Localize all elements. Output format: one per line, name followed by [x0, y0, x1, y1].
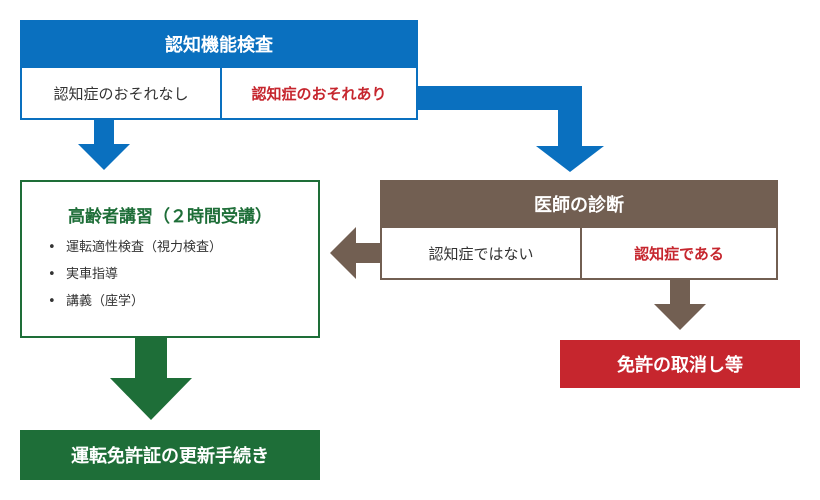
course-item: 運転適性検査（視力検査） — [48, 238, 222, 265]
diagnosis-option-not-dementia: 認知症ではない — [382, 228, 582, 278]
exam-option-risk-label: 認知症のおそれあり — [251, 84, 387, 103]
renew-label: 運転免許証の更新手続き — [71, 446, 269, 467]
arrow-down-brown-icon — [654, 280, 706, 330]
diagnosis-option-not-dementia-label: 認知症ではない — [428, 244, 534, 263]
course-list: 運転適性検査（視力検査） 実車指導 講義（座学） — [48, 238, 222, 319]
course-title: 高齢者講習（２時間受講） — [68, 207, 272, 227]
exam-option-risk: 認知症のおそれあり — [222, 68, 416, 118]
exam-results-row: 認知症のおそれなし 認知症のおそれあり — [20, 68, 418, 120]
diagnosis-results-row: 認知症ではない 認知症である — [380, 228, 778, 280]
arrow-elbow-blue-icon — [418, 86, 604, 172]
exam-title: 認知機能検査 — [165, 35, 273, 56]
exam-header: 認知機能検査 — [20, 20, 418, 68]
diagnosis-option-dementia-label: 認知症である — [634, 244, 724, 263]
arrow-left-brown-icon — [330, 227, 380, 279]
senior-course-box: 高齢者講習（２時間受講） 運転適性検査（視力検査） 実車指導 講義（座学） — [20, 180, 320, 338]
arrow-down-green-icon — [110, 338, 192, 420]
diagnosis-option-dementia: 認知症である — [582, 228, 776, 278]
diagnosis-header: 医師の診断 — [380, 180, 778, 228]
license-renewal-box: 運転免許証の更新手続き — [20, 430, 320, 480]
exam-option-no-risk: 認知症のおそれなし — [22, 68, 222, 118]
arrow-down-blue-left-icon — [78, 120, 130, 170]
exam-option-no-risk-label: 認知症のおそれなし — [53, 84, 189, 103]
diagnosis-title: 医師の診断 — [534, 195, 624, 216]
revoke-label: 免許の取消し等 — [617, 355, 743, 376]
license-revocation-box: 免許の取消し等 — [560, 340, 800, 388]
course-item: 講義（座学） — [48, 292, 222, 319]
course-item: 実車指導 — [48, 265, 222, 292]
